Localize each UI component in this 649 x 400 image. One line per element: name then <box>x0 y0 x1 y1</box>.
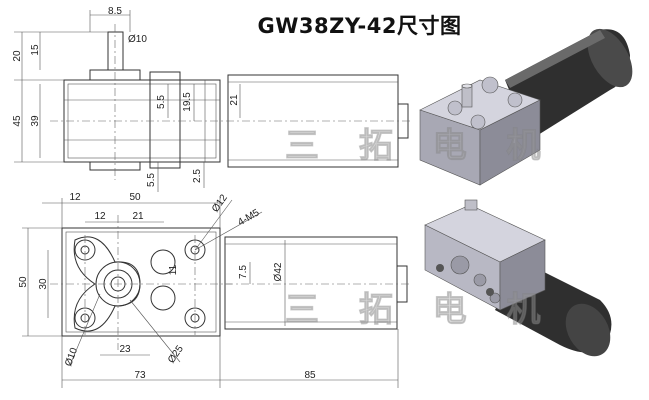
dim-21-front: 21 <box>132 211 144 222</box>
dim-73: 73 <box>134 370 146 381</box>
dim-7-5: 7.5 <box>238 265 249 279</box>
dim-15: 15 <box>30 44 41 56</box>
dim-phi42: Ø42 <box>273 262 284 281</box>
watermark-lower: 三 拓 电 机 <box>285 290 555 331</box>
motor-render-top <box>419 28 633 186</box>
dim-85: 85 <box>304 370 316 381</box>
dim-4-m5: 4-M5 <box>236 207 262 228</box>
dim-12-a: 12 <box>69 192 81 203</box>
motor-render-bottom <box>424 199 612 357</box>
dim-30: 30 <box>38 278 49 290</box>
dim-11: 11 <box>168 264 179 275</box>
dim-phi10-top: Ø10 <box>128 34 147 45</box>
dim-19-5: 19.5 <box>182 92 193 112</box>
watermark-upper: 三 拓 电 机 <box>285 126 555 167</box>
dim-39: 39 <box>30 115 41 127</box>
dim-23: 23 <box>119 344 131 355</box>
dim-12-b: 12 <box>94 211 106 222</box>
dim-phi25: Ø25 <box>166 343 186 365</box>
dim-phi12: Ø12 <box>210 192 230 214</box>
top-view: 8.5 Ø10 20 15 45 39 5.5 19.5 21 5.5 2.5 <box>12 6 410 192</box>
dim-2-5: 2.5 <box>192 169 203 183</box>
dim-5-5-lower: 5.5 <box>146 173 157 187</box>
drawing-title: GW38ZY-42尺寸图 <box>257 14 462 38</box>
dim-50-h: 50 <box>129 192 141 203</box>
dim-20: 20 <box>12 50 23 62</box>
dim-21-top: 21 <box>229 94 240 106</box>
dim-50-v: 50 <box>18 276 29 288</box>
dim-45: 45 <box>12 115 23 127</box>
dim-phi10-front: Ø10 <box>63 346 80 368</box>
dim-8-5: 8.5 <box>108 6 122 17</box>
dim-5-5-upper: 5.5 <box>156 95 167 109</box>
